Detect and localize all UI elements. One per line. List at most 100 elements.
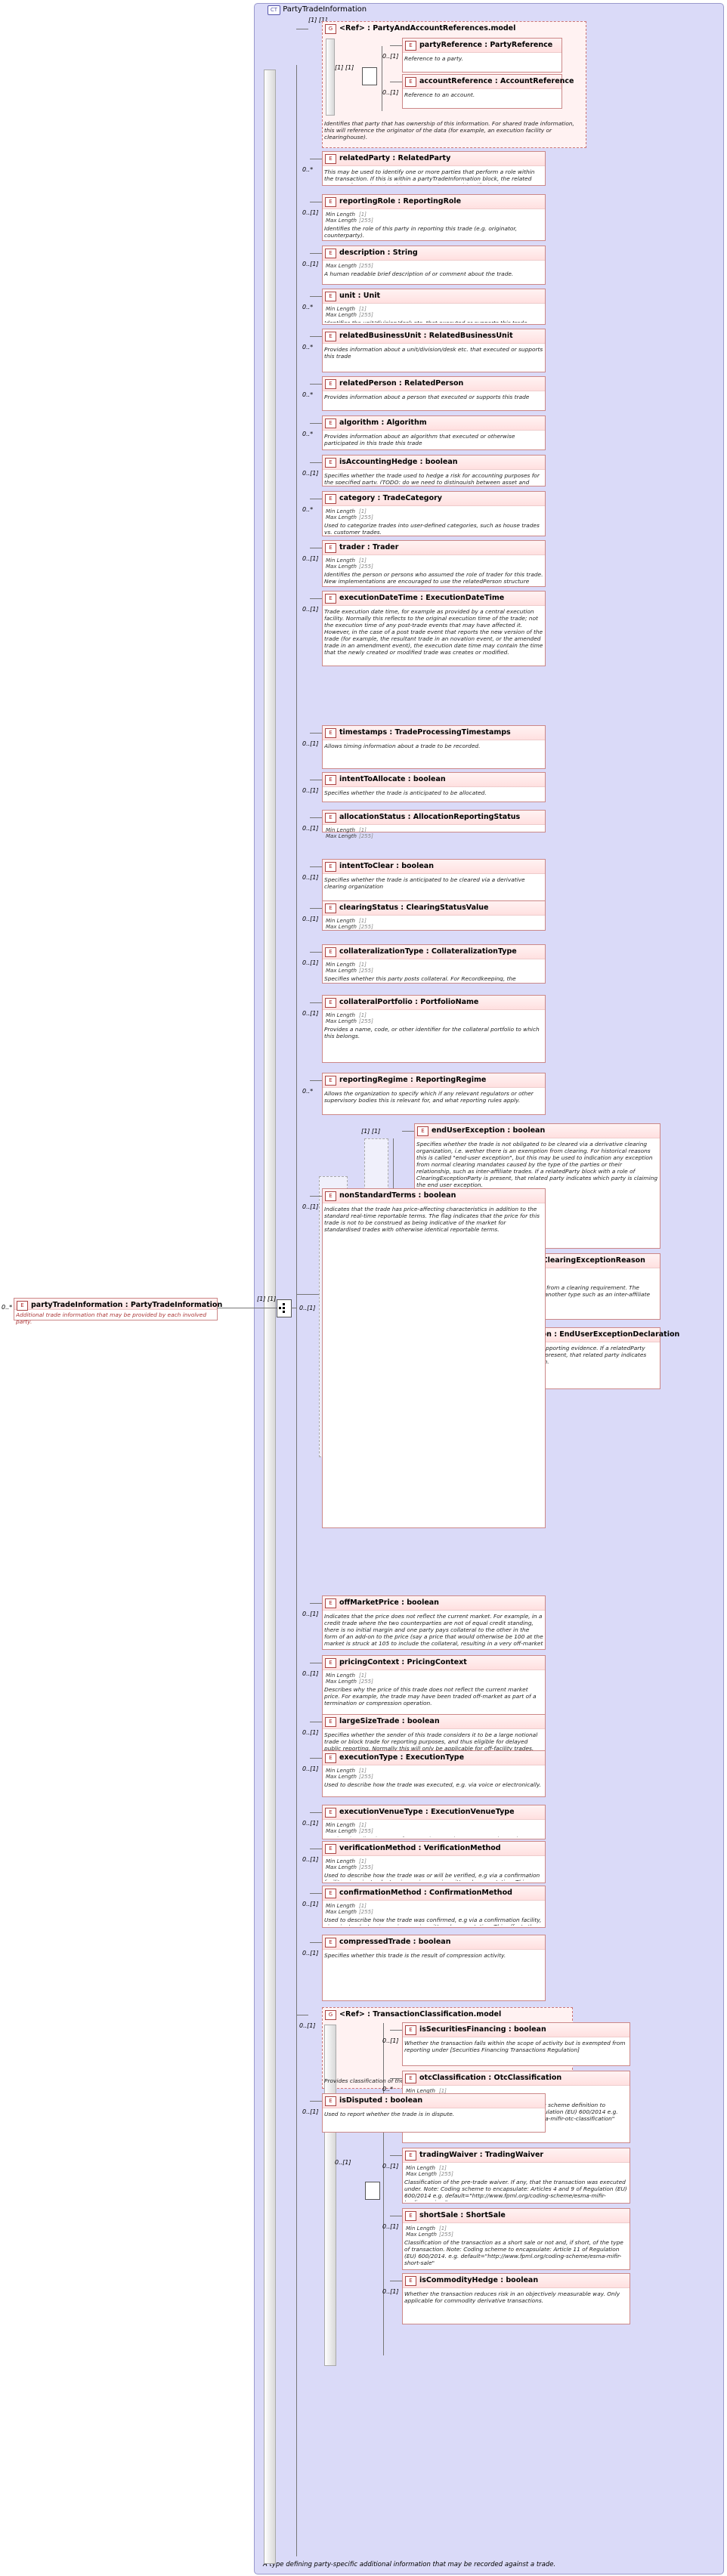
facet-max-value: [255] bbox=[359, 968, 373, 974]
facet-max-length: Max Length[255] bbox=[326, 1018, 373, 1024]
element-header bbox=[323, 773, 545, 787]
element-header bbox=[323, 1935, 545, 1950]
element-description: Provides information about a unit/divisi… bbox=[324, 346, 543, 360]
facet-min-value: [1] bbox=[359, 827, 367, 833]
ref-inner-card: [1] [1] bbox=[335, 64, 354, 71]
facet-min-value: [1] bbox=[359, 212, 367, 218]
element-icon: E bbox=[325, 494, 336, 504]
element-name: collateralizationType : Collateralizatio… bbox=[339, 947, 517, 956]
element-description: Whether the transaction reduces risk in … bbox=[404, 2290, 620, 2304]
element-description: Used to describe the type of venue where… bbox=[324, 1836, 543, 1837]
element-icon: E bbox=[325, 1717, 336, 1727]
facet-min-length: Min Length[1] bbox=[326, 1858, 367, 1864]
element-header bbox=[323, 860, 545, 874]
element-header bbox=[323, 541, 545, 555]
element-cardinality: 0..* bbox=[302, 506, 314, 513]
facet-max-length: Max Length[255] bbox=[406, 2171, 453, 2177]
element-name: pricingContext : PricingContext bbox=[339, 1658, 467, 1666]
element-icon: E bbox=[405, 2276, 416, 2286]
facet-max-length: Max Length[255] bbox=[326, 924, 373, 930]
element-header bbox=[323, 1842, 545, 1856]
element-header bbox=[323, 1886, 545, 1901]
complex-type-name: PartyTradeInformation bbox=[283, 5, 367, 14]
element-name: allocationStatus : AllocationReportingSt… bbox=[339, 813, 521, 821]
element-name: collateralPortfolio : PortfolioName bbox=[339, 998, 479, 1006]
element-description: Describes why the price of this trade do… bbox=[324, 1686, 537, 1707]
element-name: relatedBusinessUnit : RelatedBusinessUni… bbox=[339, 332, 513, 340]
element-connector bbox=[310, 1942, 322, 1943]
element-icon: E bbox=[325, 594, 336, 604]
facet-max-value: [255] bbox=[359, 564, 373, 570]
element-cardinality: 0..[1] bbox=[382, 89, 399, 96]
element-name: isSecuritiesFinancing : boolean bbox=[419, 2025, 546, 2034]
element-icon: E bbox=[325, 1889, 336, 1898]
ref-inner-card: 0..[1] bbox=[335, 2159, 351, 2166]
facet-min-value: [1] bbox=[359, 306, 367, 312]
element-cardinality: 0..[1] bbox=[302, 959, 319, 966]
element-icon: E bbox=[405, 2025, 416, 2035]
element-name: intentToAllocate : boolean bbox=[339, 775, 446, 783]
ref-sequence-icon[interactable] bbox=[362, 67, 377, 85]
ref-sequence-icon[interactable] bbox=[365, 2182, 380, 2200]
element-icon: E bbox=[325, 197, 336, 207]
element-name: offMarketPrice : boolean bbox=[339, 1598, 439, 1607]
element-header bbox=[323, 2094, 545, 2108]
element-description: Provides a name, code, or other identifi… bbox=[324, 1026, 540, 1039]
element-icon: E bbox=[325, 1658, 336, 1668]
element-description: Reference to a party. bbox=[404, 55, 464, 62]
root-element[interactable]: E partyTradeInformation : PartyTradeInfo… bbox=[14, 1298, 222, 1325]
facet-max-value: [255] bbox=[359, 1828, 373, 1834]
sequence-compositor-icon[interactable] bbox=[277, 1299, 292, 1317]
element-description: Specifies whether this party posts colla… bbox=[324, 975, 516, 981]
element-description: Reference to an account. bbox=[404, 91, 475, 98]
element-connector bbox=[310, 296, 322, 297]
element-header bbox=[415, 1124, 660, 1138]
facet-max-length: Max Length[255] bbox=[326, 218, 373, 224]
element-icon: E bbox=[325, 1076, 336, 1086]
element-name: isCommodityHedge : boolean bbox=[419, 2276, 539, 2284]
facet-max-length: Max Length[255] bbox=[326, 833, 373, 839]
element-icon: E bbox=[325, 458, 336, 468]
element-connector bbox=[310, 462, 322, 463]
element-icon: E bbox=[405, 2074, 416, 2083]
element-description: Specifies whether the trade is anticipat… bbox=[324, 876, 525, 890]
facet-min-value: [1] bbox=[359, 508, 367, 514]
facet-max-value: [255] bbox=[439, 2171, 453, 2177]
element-cardinality: 0..[1] bbox=[302, 1950, 319, 1957]
element-name: category : TradeCategory bbox=[339, 494, 442, 502]
